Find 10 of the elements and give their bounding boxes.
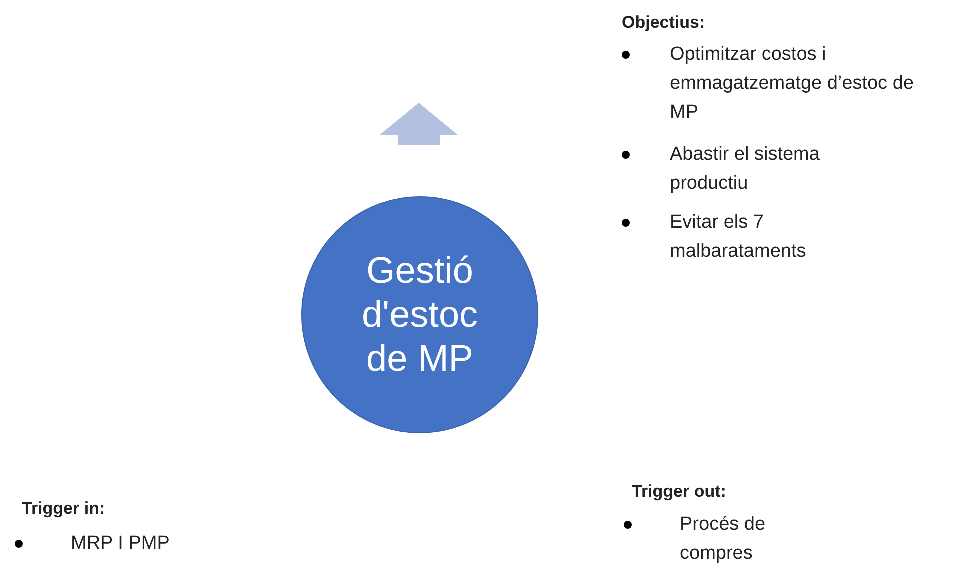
node-label: Gestió d'estoc de MP xyxy=(360,249,480,381)
bullet-text: Abastir el sistema productiu xyxy=(670,143,821,196)
bullet-text: Optimitzar costos i emmagatzematge d’estoc de MP xyxy=(670,43,915,125)
section-heading: Trigger out: xyxy=(632,481,728,503)
section-heading: Objectius: xyxy=(622,12,706,34)
bullet-text: Procés de compres xyxy=(680,513,767,566)
circle-node xyxy=(302,196,538,434)
section-heading: Trigger in: xyxy=(22,498,106,520)
bullet-text: Evitar els 7 malbarataments xyxy=(670,211,808,264)
bullet-text: MRP I PMP xyxy=(71,532,171,556)
